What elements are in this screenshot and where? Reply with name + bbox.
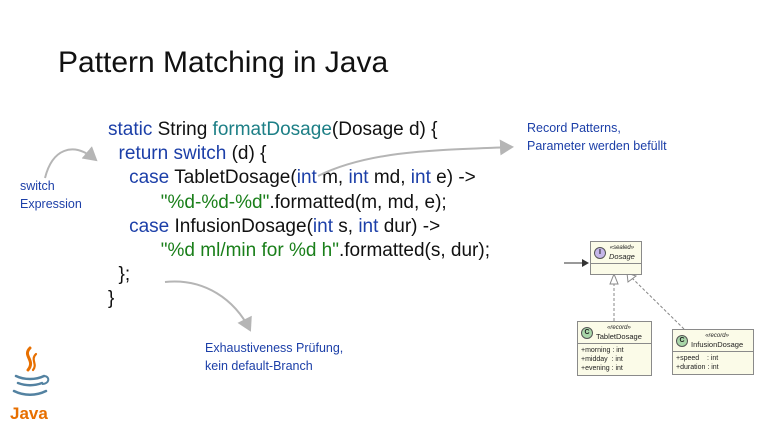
- code-token: int: [348, 167, 374, 189]
- code-token: };: [108, 264, 131, 286]
- code-token: int: [296, 167, 323, 189]
- arrow-exhaustiveness: [164, 280, 252, 332]
- code-token: "%d-%d-%d": [108, 191, 270, 213]
- java-logo-icon: [12, 346, 50, 396]
- uml-name: TabletDosage: [596, 331, 642, 341]
- arrow-switch: [44, 146, 98, 179]
- code-line: case InfusionDosage(int s, int dur) ->: [108, 215, 490, 239]
- uml-field: +morning : int: [581, 347, 624, 354]
- uml-stereotype: «sealed»: [609, 245, 635, 251]
- arrow-record-patterns: [317, 139, 514, 177]
- code-line: "%d-%d-%d".formatted(m, md, e);: [108, 191, 490, 215]
- code-token: md,: [373, 167, 411, 189]
- code-token: case: [108, 167, 175, 189]
- code-token: .formatted(s, dur);: [339, 239, 490, 261]
- note-line: switch: [20, 179, 55, 193]
- code-token: (Dosage d) {: [331, 119, 438, 140]
- uml-realization-tablet-head: [609, 272, 619, 285]
- uml-stereotype: «record»: [607, 325, 631, 331]
- code-token: switch: [173, 143, 232, 165]
- interface-marker-icon: I: [594, 246, 606, 259]
- code-line: "%d ml/min for %d h".formatted(s, dur);: [108, 239, 490, 263]
- class-marker-icon: C: [676, 334, 688, 347]
- note-switch-expression: switch Expression: [20, 177, 82, 213]
- code-line: static String formatDosage(Dosage d) {: [108, 118, 490, 142]
- code-line: return switch (d) {: [108, 142, 490, 166]
- code-token: int: [410, 167, 437, 189]
- code-token: case: [108, 215, 175, 237]
- note-record-patterns: Record Patterns, Parameter werden befüll…: [527, 119, 667, 155]
- note-line: Expression: [20, 197, 82, 211]
- code-token: TabletDosage(: [174, 167, 297, 189]
- code-token: .formatted(m, md, e);: [269, 191, 447, 213]
- note-line: Exhaustiveness Prüfung,: [205, 341, 344, 355]
- note-line: Parameter werden befüllt: [527, 139, 667, 153]
- uml-field: +duration : int: [676, 364, 719, 371]
- uml-field: +midday : int: [581, 356, 623, 363]
- code-token: int: [358, 215, 384, 237]
- slide-title: Pattern Matching in Java: [58, 46, 389, 79]
- code-line: }: [108, 287, 490, 311]
- uml-interface-dosage: I «sealed» Dosage: [590, 241, 642, 275]
- note-line: Record Patterns,: [527, 121, 621, 135]
- code-token: dur) ->: [383, 215, 441, 237]
- code-token: return: [108, 143, 174, 165]
- code-token: "%d ml/min for %d h": [108, 239, 339, 261]
- uml-name: InfusionDosage: [691, 339, 744, 349]
- code-token: s,: [338, 215, 359, 237]
- uml-field: +speed : int: [676, 355, 719, 362]
- code-token: e) ->: [436, 167, 476, 189]
- code-token: formatDosage: [212, 119, 332, 140]
- code-token: String: [157, 119, 213, 140]
- code-line: case TabletDosage(int m, int md, int e) …: [108, 166, 490, 190]
- code-token: (d) {: [231, 143, 267, 165]
- uml-stereotype: «record»: [705, 333, 729, 339]
- code-token: int: [312, 215, 339, 237]
- note-exhaustiveness: Exhaustiveness Prüfung, kein default-Bra…: [205, 339, 343, 375]
- class-marker-icon: C: [581, 326, 593, 339]
- note-line: kein default-Branch: [205, 359, 313, 373]
- uml-record-tabletdosage: C «record» TabletDosage +morning : int +…: [577, 321, 652, 376]
- uml-realization-infusion: [631, 277, 685, 330]
- code-block: static String formatDosage(Dosage d) { r…: [108, 118, 490, 312]
- code-line: };: [108, 263, 490, 287]
- uml-record-infusiondosage: C «record» InfusionDosage +speed : int +…: [672, 329, 754, 375]
- code-token: InfusionDosage(: [174, 215, 313, 237]
- uml-name: Dosage: [609, 251, 635, 261]
- code-token: }: [108, 288, 115, 310]
- uml-field: +evening : int: [581, 365, 623, 372]
- code-token: static: [108, 119, 158, 140]
- java-logo-text: Java: [10, 404, 48, 423]
